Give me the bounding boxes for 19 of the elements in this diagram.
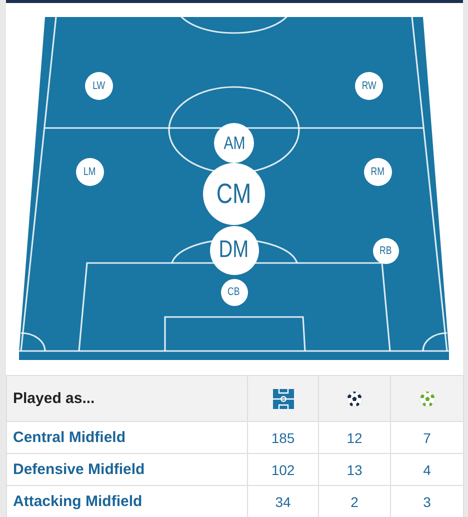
position-label: DM [219, 238, 249, 262]
position-label: LW [92, 80, 106, 92]
position-name: Central Midfield [6, 422, 248, 454]
position-label: LM [84, 166, 96, 178]
position-label: RM [371, 166, 385, 178]
stat-value: 185 [248, 422, 318, 454]
position-label: CM [216, 180, 252, 208]
stat-value: 7 [390, 422, 464, 454]
stat-value: 102 [248, 454, 318, 486]
position-name: Defensive Midfield [6, 454, 248, 486]
position-name: Attacking Midfield [6, 486, 248, 517]
column-header: Played as... [6, 376, 248, 422]
position-label: AM [223, 134, 245, 152]
position-label: RB [380, 246, 392, 256]
position-label: CB [228, 286, 240, 298]
position-label: RW [362, 80, 376, 92]
stat-value: 13 [318, 454, 390, 486]
stat-value: 12 [318, 422, 390, 454]
stat-value: 4 [390, 454, 464, 486]
